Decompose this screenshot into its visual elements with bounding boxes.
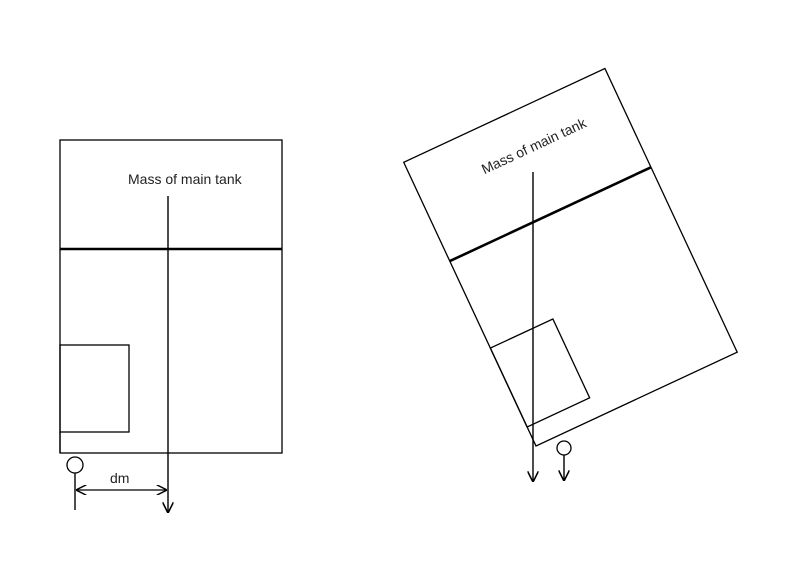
tilted-pivot-wheel (556, 440, 572, 456)
tilted-inner-compartment (489, 318, 591, 428)
dm-label: dm (110, 470, 129, 486)
upright-tank-outline (59, 139, 283, 454)
upright-inner-compartment (59, 344, 130, 433)
tilted-tank-outline (402, 67, 739, 447)
tilted-liquid-level-line (449, 166, 652, 263)
tilted-tank-figure: Mass of main tank (402, 67, 739, 481)
upright-pivot-wheel (66, 456, 84, 474)
tilted-mass-label: Mass of main tank (479, 114, 590, 177)
upright-mass-label: Mass of main tank (128, 171, 243, 187)
upright-tank-figure: Mass of main tank dm (59, 139, 283, 512)
